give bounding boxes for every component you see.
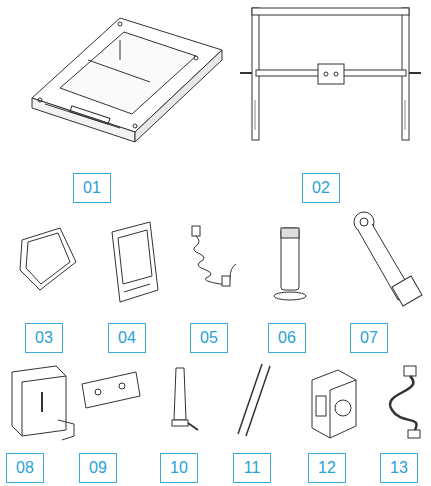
display-drawing — [112, 222, 158, 302]
gantry-frame-drawing — [240, 8, 421, 140]
control-box-drawing — [12, 366, 74, 440]
callout-number: 11 — [244, 460, 261, 476]
callout-number: 02 — [312, 180, 330, 196]
callout-box: 07 — [350, 323, 388, 353]
power-cable-drawing — [390, 366, 420, 438]
callout-number: 05 — [200, 330, 218, 346]
callout-box: 01 — [73, 173, 111, 203]
callout-number: 04 — [118, 330, 136, 346]
callout-number: 09 — [89, 460, 107, 476]
heatbed-drawing — [32, 18, 222, 142]
callout-number: 03 — [35, 330, 53, 346]
callout-box: 12 — [308, 453, 346, 483]
antenna-drawing — [172, 368, 198, 430]
callout-box: 04 — [108, 323, 146, 353]
callout-box: 13 — [380, 453, 418, 483]
callout-number: 07 — [360, 330, 378, 346]
callout-number: 01 — [83, 180, 101, 196]
callout-box: 02 — [302, 173, 340, 203]
callout-box: 09 — [79, 453, 117, 483]
build-sheet-drawing — [20, 228, 76, 290]
callout-number: 10 — [170, 460, 188, 476]
bracket-drawing — [82, 372, 140, 408]
callout-number: 12 — [318, 460, 336, 476]
callout-box: 03 — [25, 323, 63, 353]
callout-number: 08 — [16, 460, 34, 476]
coil-cable-drawing — [192, 226, 236, 286]
rods-drawing — [238, 364, 270, 436]
callout-box: 08 — [6, 453, 44, 483]
callout-box: 11 — [233, 453, 271, 483]
extruder-drawing — [312, 370, 356, 438]
callout-box: 10 — [160, 453, 198, 483]
callout-box: 05 — [190, 323, 228, 353]
cylinder-drawing — [274, 228, 306, 300]
spool-arm-drawing — [354, 212, 422, 306]
callout-box: 06 — [268, 323, 306, 353]
callout-number: 06 — [278, 330, 296, 346]
callout-number: 13 — [390, 460, 408, 476]
